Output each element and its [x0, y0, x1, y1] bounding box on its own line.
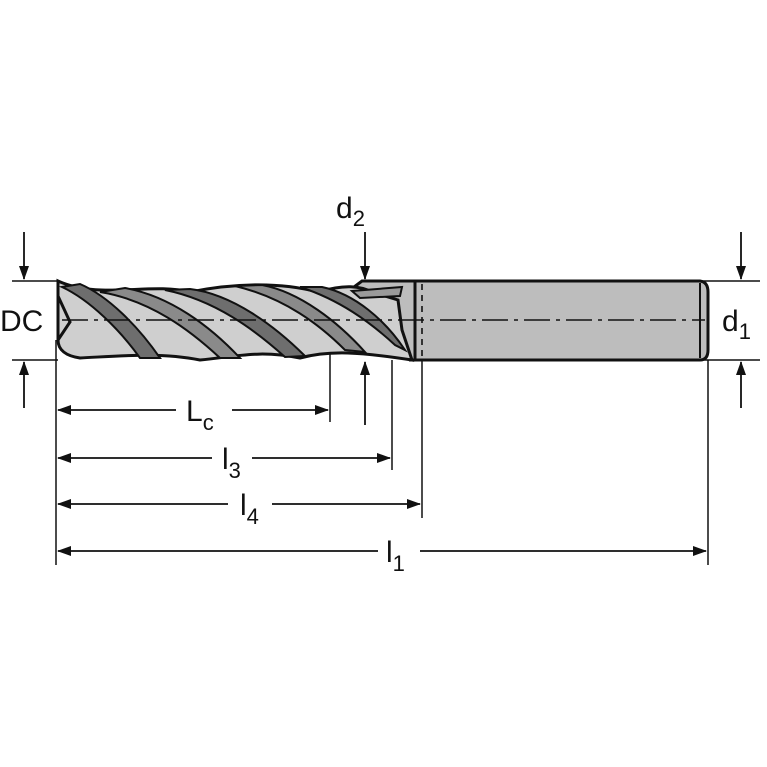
flute-helix-5	[299, 286, 408, 353]
extension-lines	[12, 280, 760, 565]
flute-helix-4	[234, 283, 368, 354]
flute-helix-1	[58, 282, 162, 359]
flute-runout	[349, 285, 404, 300]
tool-tip	[56, 295, 72, 341]
flute-helix-2	[99, 286, 243, 359]
l4-label: l4	[240, 489, 259, 529]
d2-label: d2	[336, 192, 365, 231]
d1-label: d1	[722, 305, 751, 344]
lc-label: Lc	[186, 395, 214, 435]
l1-label: l1	[386, 536, 405, 576]
l3-label: l3	[222, 443, 241, 483]
dc-label: DC	[0, 305, 43, 338]
flute-helix-3	[164, 287, 308, 359]
